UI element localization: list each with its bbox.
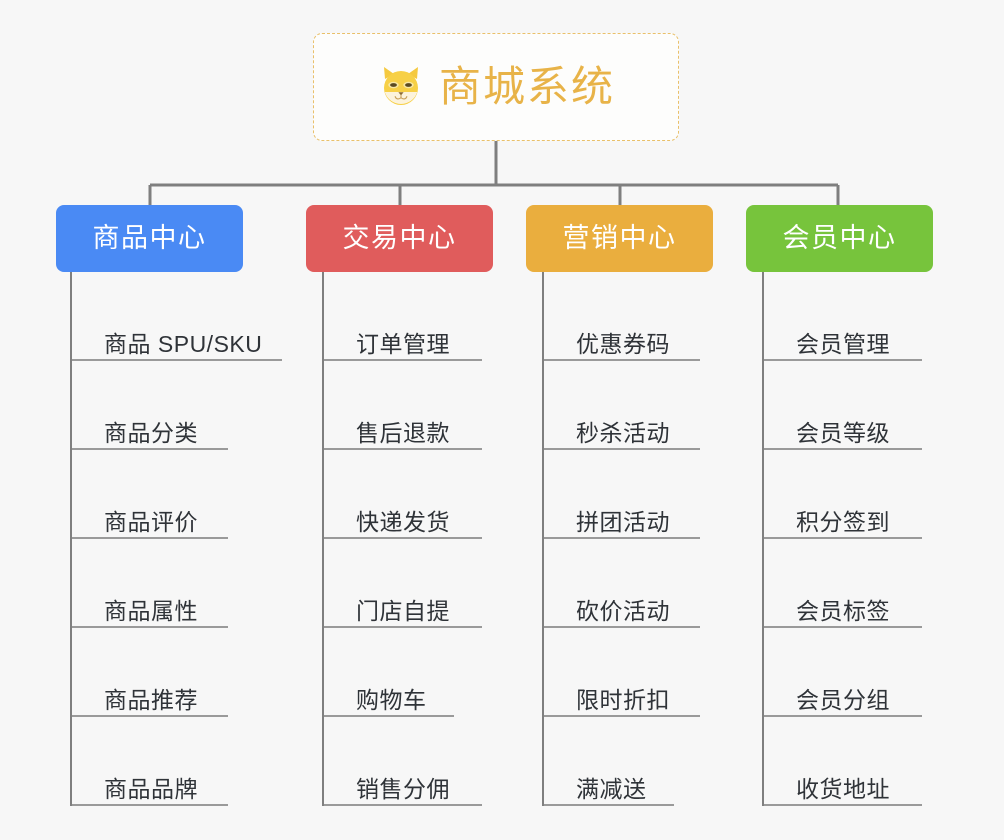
leaf-label: 售后退款: [356, 419, 450, 446]
leaf-label: 满减送: [576, 775, 647, 802]
leaf-label: 商品 SPU/SKU: [104, 330, 263, 357]
leaf-item[interactable]: 快递发货: [324, 450, 482, 539]
leaf-underline: [72, 448, 228, 450]
leaf-underline: [544, 448, 700, 450]
leaf-underline: [544, 626, 700, 628]
leaf-item[interactable]: 销售分佣: [324, 717, 482, 806]
leaf-item[interactable]: 会员分组: [764, 628, 922, 717]
leaf-item[interactable]: 商品评价: [72, 450, 282, 539]
leaf-underline: [764, 359, 922, 361]
leaf-label: 收货地址: [796, 775, 890, 802]
category-label-1: 交易中心: [342, 223, 457, 253]
category-column-1: 交易中心: [306, 205, 496, 272]
leaf-underline: [324, 715, 454, 717]
leaf-list-0: 商品 SPU/SKU 商品分类 商品评价 商品属性 商品推荐 商品品牌: [70, 272, 282, 806]
leaf-list-2: 优惠券码 秒杀活动 拼团活动 砍价活动 限时折扣 满减送: [542, 272, 700, 806]
leaf-label: 商品属性: [104, 597, 198, 624]
leaf-item[interactable]: 拼团活动: [544, 450, 700, 539]
category-label-0: 商品中心: [92, 223, 207, 253]
leaf-label: 商品评价: [104, 508, 198, 535]
leaf-label: 购物车: [356, 686, 427, 713]
category-label-3: 会员中心: [782, 223, 897, 253]
leaf-item[interactable]: 商品属性: [72, 539, 282, 628]
leaf-label: 砍价活动: [576, 597, 670, 624]
leaf-underline: [324, 626, 482, 628]
leaf-label: 会员标签: [796, 597, 890, 624]
leaf-underline: [764, 715, 922, 717]
leaf-label: 会员管理: [796, 330, 890, 357]
leaf-list-3: 会员管理 会员等级 积分签到 会员标签 会员分组 收货地址: [762, 272, 922, 806]
leaf-underline: [764, 537, 922, 539]
leaf-underline: [72, 715, 228, 717]
leaf-underline: [72, 804, 228, 806]
leaf-underline: [72, 359, 282, 361]
category-box-2[interactable]: 营销中心: [526, 205, 713, 272]
leaf-item[interactable]: 订单管理: [324, 272, 482, 361]
leaf-item[interactable]: 门店自提: [324, 539, 482, 628]
leaf-label: 秒杀活动: [576, 419, 670, 446]
leaf-underline: [544, 804, 674, 806]
leaf-label: 拼团活动: [576, 508, 670, 535]
leaf-underline: [544, 537, 700, 539]
leaf-underline: [764, 448, 922, 450]
leaf-underline: [72, 626, 228, 628]
leaf-label: 销售分佣: [356, 775, 450, 802]
category-box-0[interactable]: 商品中心: [56, 205, 243, 272]
leaf-item[interactable]: 积分签到: [764, 450, 922, 539]
leaf-item[interactable]: 会员等级: [764, 361, 922, 450]
leaf-item[interactable]: 商品品牌: [72, 717, 282, 806]
leaf-item[interactable]: 限时折扣: [544, 628, 700, 717]
leaf-underline: [544, 715, 700, 717]
leaf-label: 订单管理: [356, 330, 450, 357]
leaf-label: 门店自提: [356, 597, 450, 624]
leaf-label: 商品分类: [104, 419, 198, 446]
leaf-list-1: 订单管理 售后退款 快递发货 门店自提 购物车 销售分佣: [322, 272, 482, 806]
leaf-underline: [72, 537, 228, 539]
leaf-underline: [764, 626, 922, 628]
leaf-label: 商品品牌: [104, 775, 198, 802]
category-box-1[interactable]: 交易中心: [306, 205, 493, 272]
category-column-3: 会员中心: [746, 205, 936, 272]
leaf-label: 积分签到: [796, 508, 890, 535]
leaf-item[interactable]: 满减送: [544, 717, 700, 806]
category-column-2: 营销中心: [526, 205, 716, 272]
leaf-label: 限时折扣: [576, 686, 670, 713]
leaf-item[interactable]: 商品 SPU/SKU: [72, 272, 282, 361]
leaf-item[interactable]: 会员管理: [764, 272, 922, 361]
leaf-item[interactable]: 砍价活动: [544, 539, 700, 628]
leaf-item[interactable]: 优惠券码: [544, 272, 700, 361]
leaf-label: 会员等级: [796, 419, 890, 446]
leaf-item[interactable]: 会员标签: [764, 539, 922, 628]
leaf-underline: [324, 359, 482, 361]
leaf-underline: [764, 804, 922, 806]
leaf-underline: [324, 537, 482, 539]
leaf-underline: [324, 448, 482, 450]
leaf-underline: [544, 359, 700, 361]
leaf-label: 会员分组: [796, 686, 890, 713]
root-node-mall-system[interactable]: 商城系统: [313, 33, 679, 141]
leaf-item[interactable]: 商品推荐: [72, 628, 282, 717]
root-title: 商城系统: [438, 63, 615, 110]
leaf-item[interactable]: 秒杀活动: [544, 361, 700, 450]
category-box-3[interactable]: 会员中心: [746, 205, 933, 272]
leaf-underline: [324, 804, 482, 806]
leaf-item[interactable]: 商品分类: [72, 361, 282, 450]
leaf-item[interactable]: 收货地址: [764, 717, 922, 806]
category-label-2: 营销中心: [562, 223, 677, 253]
category-column-0: 商品中心: [56, 205, 246, 272]
leaf-label: 快递发货: [356, 508, 450, 535]
dog-face-icon: [377, 63, 425, 111]
leaf-item[interactable]: 购物车: [324, 628, 482, 717]
leaf-label: 商品推荐: [104, 686, 198, 713]
leaf-item[interactable]: 售后退款: [324, 361, 482, 450]
leaf-label: 优惠券码: [576, 330, 670, 357]
